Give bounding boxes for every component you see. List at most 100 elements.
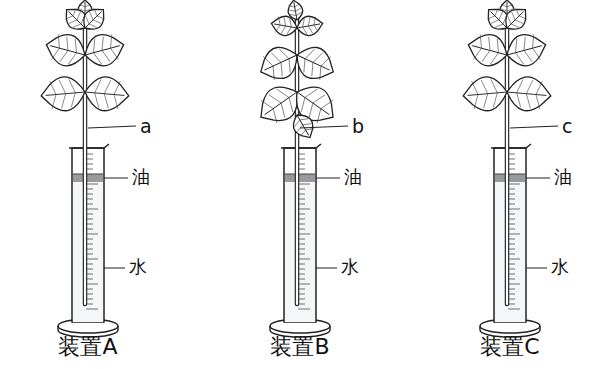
leaf-vein: [516, 51, 524, 65]
leaf-blade: [500, 3, 532, 35]
leaf-vein: [277, 86, 289, 100]
leaf-vein: [303, 121, 311, 128]
leaf-blade: [289, 110, 319, 142]
leaf-blade: [464, 29, 511, 70]
graduation: [508, 184, 520, 185]
leaf: [60, 3, 92, 35]
leaf: [289, 110, 319, 142]
apparatus-caption: 装置B: [270, 336, 329, 358]
leaf-vein: [93, 93, 99, 107]
leaf-vein: [87, 12, 95, 20]
leaf-vein: [60, 49, 68, 63]
leaf-vein: [269, 92, 281, 106]
setup: [40, 0, 136, 337]
leaf-vein: [492, 93, 498, 107]
leaf-vein: [271, 51, 281, 65]
leaf: [84, 75, 131, 113]
leaf: [290, 41, 340, 86]
part-name: 水: [341, 258, 359, 276]
leaf-vein: [51, 47, 59, 61]
part-name: 油: [344, 168, 362, 186]
graduation: [508, 284, 520, 285]
leaf-vein: [491, 18, 499, 26]
leaf-vein: [277, 17, 281, 25]
leaf: [503, 29, 550, 70]
leaf-vein: [295, 8, 301, 11]
leaf-vein: [473, 47, 481, 61]
part-name: 油: [132, 168, 150, 186]
leaf: [295, 14, 324, 38]
leaf-vein: [276, 24, 280, 32]
leaf-vein: [535, 95, 541, 109]
leaf-vein: [75, 12, 83, 20]
leaf-vein: [102, 49, 110, 63]
leaf-vein: [285, 98, 297, 112]
leaf-vein: [482, 94, 488, 108]
leaf-vein: [71, 8, 79, 16]
stem: [83, 18, 88, 304]
leaf-vein: [51, 95, 57, 109]
leaf-vein: [72, 39, 80, 53]
leaf: [78, 3, 110, 35]
graduation: [86, 309, 98, 310]
graduated-cylinder: [72, 148, 104, 322]
leaf: [254, 41, 304, 86]
leaf-blade: [462, 75, 509, 113]
oil-layer: [495, 174, 525, 182]
stem: [84, 18, 86, 304]
graduation: [508, 234, 520, 235]
leaf-vein: [521, 37, 529, 51]
stem: [505, 18, 510, 304]
oil-layer: [73, 174, 103, 182]
leaf-vein: [490, 51, 498, 65]
leaf-blade: [81, 29, 128, 70]
leaf-vein: [93, 18, 101, 26]
leaf-vein: [63, 37, 71, 51]
part-letter: a: [140, 117, 152, 136]
leaf-vein: [300, 116, 308, 123]
setup: [251, 0, 348, 337]
leaf-blade: [506, 75, 553, 113]
leaf-blade: [254, 41, 304, 86]
graduation: [86, 259, 98, 260]
leaf-vein: [482, 49, 490, 63]
leaf-blade: [295, 14, 324, 38]
cylinder-lip: [491, 144, 531, 148]
leader-line: [316, 178, 340, 179]
graduated-cylinder: [494, 148, 526, 322]
leaf: [40, 75, 87, 113]
leaf: [81, 29, 128, 70]
leader-line: [300, 126, 348, 128]
leaf-vein: [287, 26, 291, 34]
leaf-vein: [97, 14, 105, 22]
leaf-vein: [507, 4, 513, 6]
cylinder-lip: [69, 144, 109, 148]
graduation: [508, 259, 520, 260]
leaf: [462, 75, 509, 113]
leaf-vein: [313, 92, 325, 106]
leaf-vein: [306, 126, 314, 133]
leaf-vein: [305, 47, 315, 61]
leaf-vein: [305, 103, 317, 117]
leaf-vein: [103, 94, 109, 108]
leaf-blade: [270, 14, 299, 38]
leaf-vein: [299, 130, 307, 137]
leaf-vein: [301, 19, 305, 27]
leaf-blade: [482, 3, 514, 35]
leaf-blade: [60, 3, 92, 35]
part-letter: c: [562, 117, 572, 136]
leader-line: [88, 126, 136, 128]
leaf-vein: [91, 8, 99, 16]
leaf-vein: [515, 18, 523, 26]
leaf: [464, 29, 511, 70]
apparatus-caption: 装置A: [58, 336, 117, 358]
leaf-vein: [315, 66, 325, 80]
leaf-blade: [42, 29, 89, 70]
leaf: [506, 75, 553, 113]
leaf-vein: [485, 37, 493, 51]
leaf-vein: [294, 4, 300, 7]
leaf-vein: [60, 94, 66, 108]
leaf-vein: [505, 16, 513, 24]
leaf-vein: [73, 22, 81, 30]
